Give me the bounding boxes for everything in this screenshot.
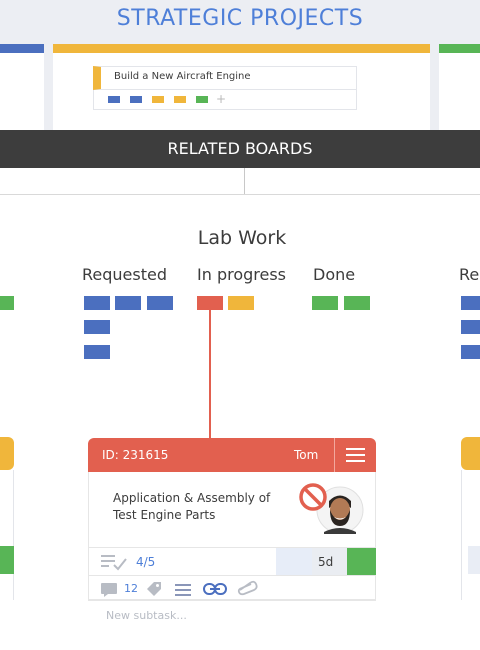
due-cell[interactable] [312,548,347,575]
column-label-in-progress: In progress [197,265,287,284]
card-header[interactable] [88,438,376,472]
linked-card-yellow-1[interactable] [152,96,164,103]
mini-card-right-edge[interactable] [461,296,480,310]
mini-card-left-edge[interactable] [0,296,14,310]
new-subtask-input[interactable]: New subtask... [106,609,187,622]
card-header-divider [334,438,335,472]
strategic-card-title: Build a New Aircraft Engine [114,71,251,82]
comment-icon[interactable] [101,582,119,601]
card-divider [88,575,376,576]
board-title: Lab Work [197,227,287,249]
related-boards-bar: RELATED BOARDS [0,130,480,168]
card-cell [276,548,312,575]
side-card-right-status [468,546,480,574]
status-indicator[interactable] [347,548,376,575]
mini-card-requested[interactable] [84,320,110,334]
menu-bar [346,448,365,450]
strategic-lane-left [0,44,44,130]
checklist-count: 4/5 [136,555,156,569]
side-card-left-status [0,546,14,574]
side-card-right-body [461,470,480,600]
tag-icon[interactable] [145,580,163,602]
mini-card-right-edge[interactable] [461,345,480,359]
mini-card-done[interactable] [344,296,370,310]
blocked-icon [298,482,328,512]
list-icon[interactable] [175,582,191,601]
strategic-card-links [93,90,357,110]
card-divider [88,547,376,548]
column-label-requested: Requested [82,265,167,284]
mini-card-in-progress[interactable] [228,296,254,310]
add-link-button[interactable]: + [216,92,227,106]
mini-card-requested[interactable] [115,296,141,310]
mini-card-done[interactable] [312,296,338,310]
card-connector-line [209,310,211,438]
section-divider [0,194,480,195]
mini-card-in-progress-selected[interactable] [197,296,223,310]
card-id: ID: 231615 [102,448,169,462]
strategic-lane-right [439,44,480,130]
link-icon[interactable] [203,581,227,600]
linked-card-green[interactable] [196,96,208,103]
menu-bar [346,460,365,462]
mini-card-requested[interactable] [84,296,110,310]
side-card-left-body [0,470,14,600]
mini-card-right-edge[interactable] [461,320,480,334]
side-card-left[interactable] [0,437,14,470]
strategic-card[interactable] [93,66,357,90]
checklist-icon[interactable] [101,553,127,575]
paperclip-icon[interactable] [236,580,260,600]
page-title: STRATEGIC PROJECTS [116,6,364,31]
due-label: 5d [318,555,334,569]
mini-card-requested[interactable] [147,296,173,310]
column-label-partial: Re [459,265,480,284]
side-card-right[interactable] [461,437,480,470]
card-body [88,472,376,600]
card-title[interactable]: Application & Assembly of Test Engine Pa… [113,491,271,522]
comment-count: 12 [124,582,138,595]
linked-card-yellow-2[interactable] [174,96,186,103]
column-label-done: Done [313,265,356,284]
mini-card-requested[interactable] [84,345,110,359]
card-owner[interactable]: Tom [294,448,319,462]
linked-card-blue-2[interactable] [130,96,142,103]
menu-bar [346,454,365,456]
linked-card-blue-1[interactable] [108,96,120,103]
card-divider [88,600,376,601]
connector-line [244,168,245,194]
